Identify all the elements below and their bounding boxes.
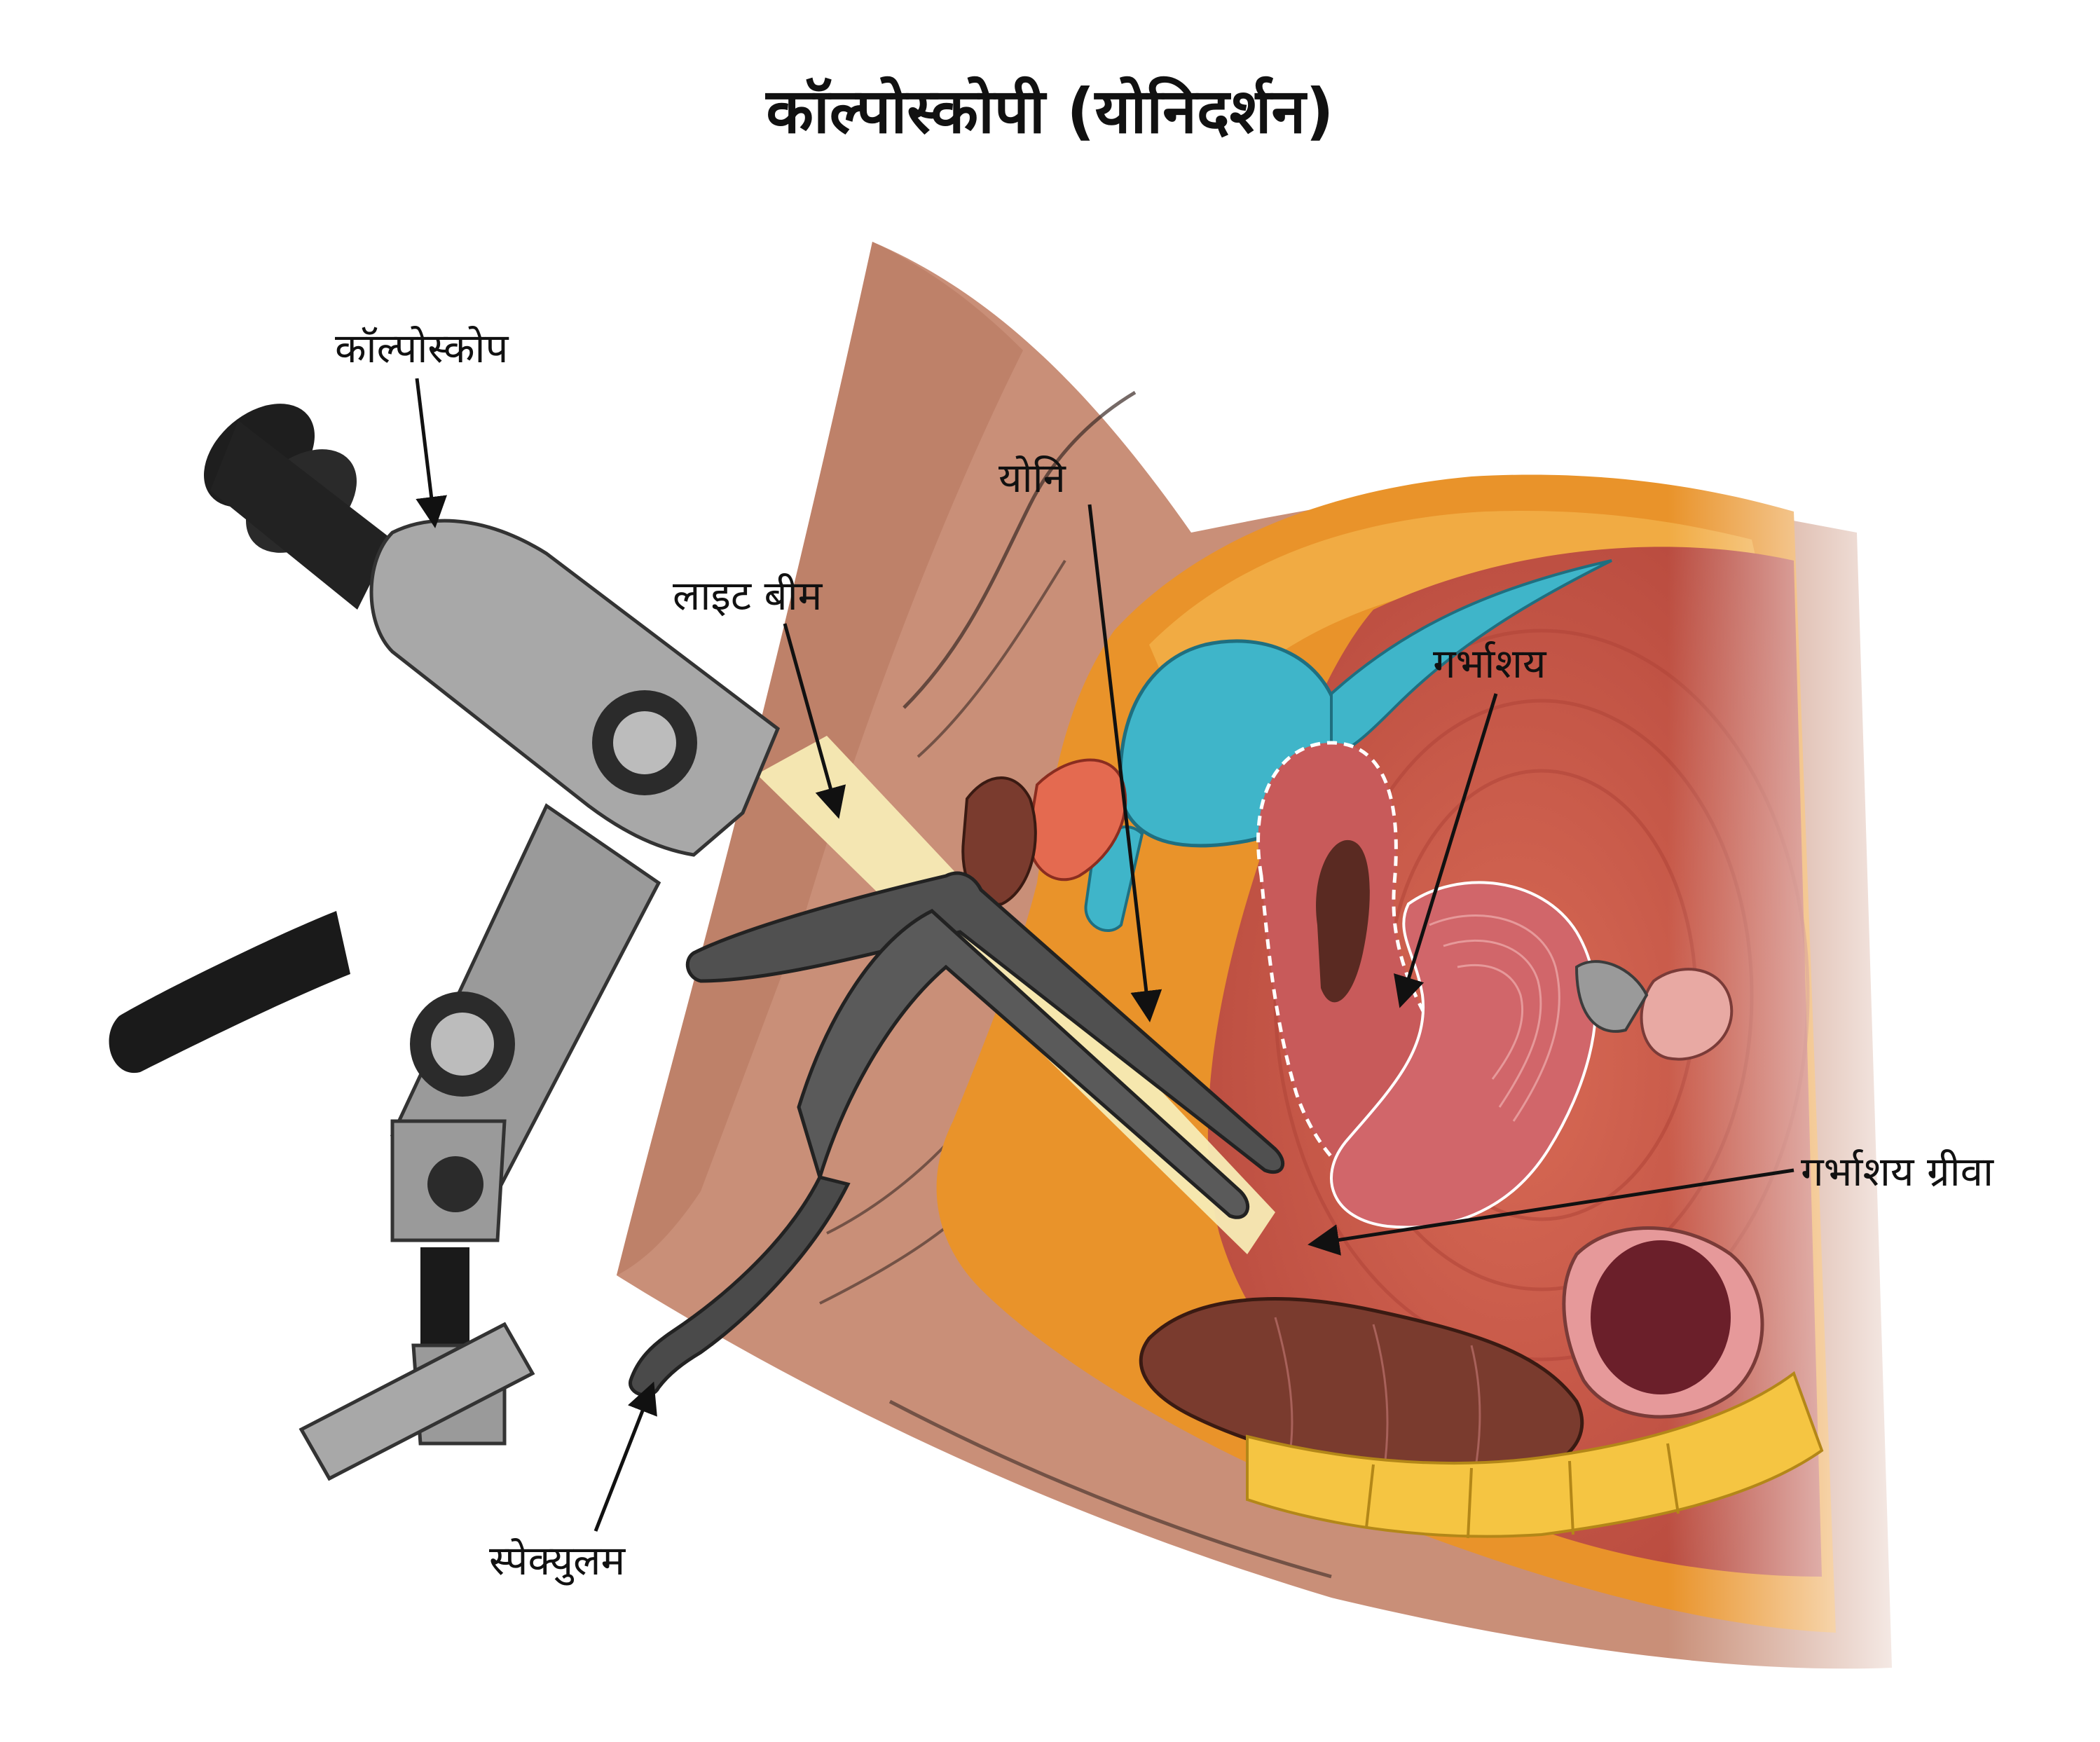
eyepiece-tube [210, 420, 392, 610]
arrow-speculum [593, 1381, 657, 1532]
arrow-uterus [1394, 693, 1498, 1008]
speculum-lower-blade [797, 908, 1250, 1219]
uterine-cavity [1316, 839, 1370, 1003]
pubic-tissue [1027, 758, 1127, 882]
label-uterus: गर्भाशय [1433, 640, 1546, 687]
bowel-lumen [1591, 1240, 1731, 1394]
skin-fold [903, 390, 1137, 709]
arrow-cervix [1308, 1168, 1794, 1256]
arrow-colposcope [415, 378, 447, 528]
skin-fold [917, 559, 1066, 758]
fade-overlay [1668, 420, 1948, 1742]
arrow-light-beam [783, 623, 846, 819]
speculum-upper-blade [685, 871, 1285, 1174]
stand-rail [298, 1322, 535, 1481]
scope-handle [109, 911, 351, 1074]
arrow-vagina [1087, 504, 1162, 1022]
label-speculum: स्पेक्युलम [489, 1537, 626, 1584]
rectum-folds [1274, 1317, 1481, 1472]
rectum [1139, 1297, 1584, 1481]
sacrum [1246, 1371, 1824, 1538]
stand-knob [427, 1156, 483, 1212]
label-cervix: गर्भाशय ग्रीवा [1801, 1148, 1993, 1195]
focus-knob-inner [613, 711, 676, 774]
ovary [1640, 968, 1734, 1061]
skin-fold [888, 1399, 1332, 1579]
cervix-coils [1429, 914, 1560, 1122]
stand-post [420, 1247, 469, 1345]
page-title: कॉल्पोस्कोपी (योनिदर्शन) [766, 75, 1334, 147]
label-light-beam: लाइट बीम [673, 572, 823, 619]
peritoneum [1330, 559, 1612, 759]
label-vagina: योनि [998, 454, 1066, 502]
fallopian-tube [1574, 960, 1649, 1033]
label-colposcope: कॉल्पोस्कोप [335, 324, 509, 372]
arm-joint-inner [431, 1013, 494, 1076]
colposcope [109, 404, 781, 1481]
vertebra-lines [1365, 1443, 1680, 1539]
